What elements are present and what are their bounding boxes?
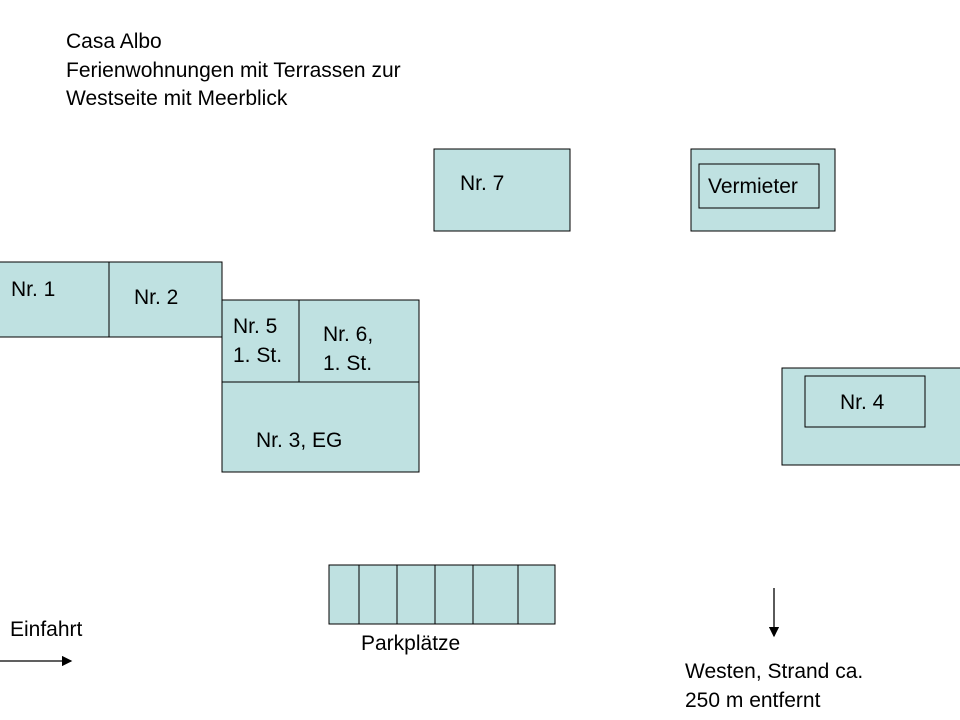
parking-space — [358, 564, 398, 625]
vermieter-label: Vermieter — [708, 175, 798, 198]
unit-nr7-box — [433, 148, 571, 232]
unit-nr5-label-1: Nr. 5 — [233, 315, 278, 338]
unit-nr7-label: Nr. 7 — [460, 172, 505, 195]
unit-nr4-box — [804, 375, 926, 428]
direction-label-2: 250 m entfernt — [685, 689, 821, 712]
vermieter-inner-box — [698, 163, 820, 209]
title-line-1: Casa Albo — [66, 30, 162, 53]
unit-nr3-box — [221, 381, 420, 473]
unit-nr4-label: Nr. 4 — [840, 391, 885, 414]
unit-nr6-box — [298, 299, 420, 383]
parking-label: Parkplätze — [361, 632, 461, 655]
direction-label-1: Westen, Strand ca. — [685, 660, 864, 683]
parking-space — [328, 564, 360, 625]
vermieter-outer-box — [690, 148, 836, 232]
unit-nr2-label: Nr. 2 — [134, 286, 179, 309]
title-line-3: Westseite mit Meerblick — [66, 87, 288, 110]
parking-space — [396, 564, 436, 625]
page-title: Casa Albo Ferienwohnungen mit Terrassen … — [66, 28, 401, 114]
unit-nr6-label-2: 1. St. — [323, 352, 373, 375]
parking-block — [328, 564, 556, 625]
unit-nr2-box — [108, 261, 223, 338]
parking-space — [434, 564, 474, 625]
unit-nr1-label: Nr. 1 — [11, 278, 56, 301]
unit-nr5-label-2: 1. St. — [233, 344, 283, 367]
parking-space — [472, 564, 519, 625]
unit-nr6-label-1: Nr. 6, — [323, 323, 374, 346]
unit-nr3-label: Nr. 3, EG — [256, 429, 343, 452]
entrance-label: Einfahrt — [10, 618, 83, 641]
unit-nr5-box — [221, 299, 300, 383]
parking-space — [517, 564, 556, 625]
title-line-2: Ferienwohnungen mit Terrassen zur — [66, 58, 401, 82]
unit-nr1-box — [0, 261, 110, 338]
nr4-outer-box — [781, 367, 960, 466]
